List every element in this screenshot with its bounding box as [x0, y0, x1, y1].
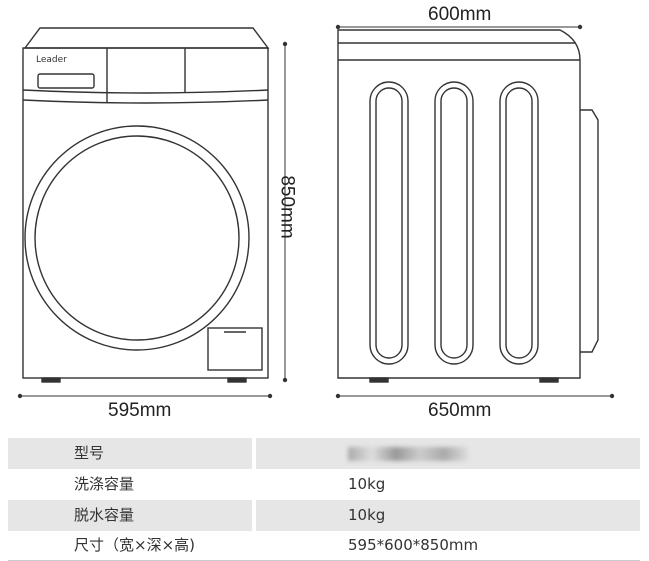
bottom-depth-label: 650mm	[428, 400, 492, 421]
front-view: Leader	[17, 27, 288, 399]
spec-row-model: 型号	[8, 438, 640, 469]
width-dimension-label: 595mm	[108, 400, 172, 421]
height-dimension-label: 850mm	[276, 175, 298, 239]
spec-row-spin-capacity: 脱水容量 10kg	[8, 500, 640, 531]
spec-value: 10kg	[256, 500, 640, 531]
side-view	[335, 24, 615, 399]
spec-label: 脱水容量	[8, 500, 252, 531]
spec-value: 10kg	[348, 475, 386, 493]
spec-label: 尺寸（宽×深×高)	[74, 536, 195, 554]
brand-logo: Leader	[36, 55, 67, 65]
washer-drawings: Leader	[17, 24, 615, 399]
spec-label: 洗涤容量	[74, 475, 135, 493]
spec-value-blurred	[256, 438, 640, 469]
spec-row-wash-capacity: 洗涤容量 10kg	[8, 469, 640, 500]
spec-value: 595*600*850mm	[348, 536, 479, 554]
spec-row-dimensions: 尺寸（宽×深×高) 595*600*850mm	[8, 530, 640, 561]
spec-label: 型号	[8, 438, 252, 469]
top-depth-label: 600mm	[428, 4, 492, 25]
blurred-model-value	[348, 446, 468, 461]
